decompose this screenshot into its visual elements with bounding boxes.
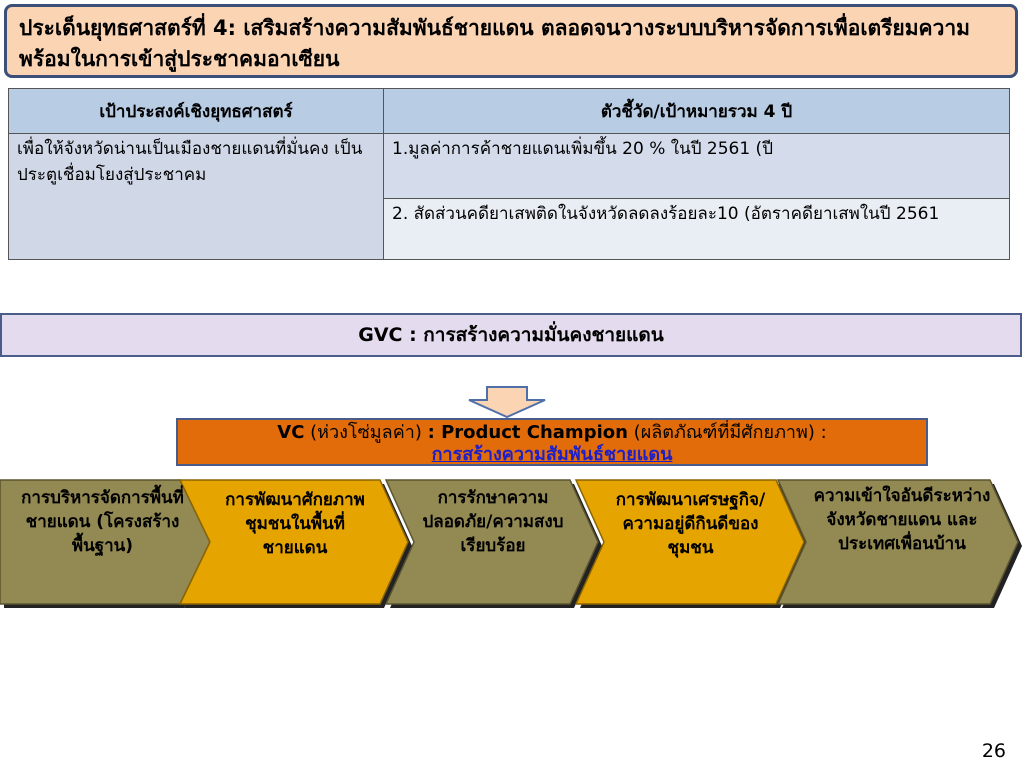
vc-mid-note: (ผลิตภัณฑ์ที่มีศักยภาพ) :: [633, 422, 827, 443]
table-row: เพื่อให้จังหวัดน่านเป็นเมืองชายแดนที่มั่…: [8, 133, 1010, 260]
table-header-row: เป้าประสงค์เชิงยุทธศาสตร์ ตัวชี้วัด/เป้า…: [8, 88, 1010, 134]
chevron-3-shape: [384, 479, 599, 605]
strategy-title: ประเด็นยุทธศาสตร์ที่ 4: เสริมสร้างความสั…: [4, 4, 1018, 78]
strategy-title-text: ประเด็นยุทธศาสตร์ที่ 4: เสริมสร้างความสั…: [19, 16, 971, 71]
vc-prefix-note: (ห่วงโซ่มูลค่า): [310, 422, 422, 443]
page-number: 26: [981, 740, 1006, 762]
chevron-5-label: ความเข้าใจอันดีระหว่างจังหวัดชายแดน และป…: [813, 486, 991, 554]
vc-mid: : Product Champion: [427, 422, 628, 443]
table-row: 2. สัดส่วนคดียาเสพติดในจังหวัดลดลงร้อยละ…: [9, 198, 1010, 260]
header-indicator: ตัวชี้วัด/เป้าหมายรวม 4 ปี: [383, 88, 1010, 134]
chevron-3-label: การรักษาความปลอดภัย/ความสงบเรียบร้อย: [422, 488, 564, 556]
chevron-2-label: การพัฒนาศักยภาพชุมชนในพื้นที่ชายแดน: [225, 490, 365, 558]
down-arrow-icon: [468, 386, 546, 418]
objective-indicator-table: เป้าประสงค์เชิงยุทธศาสตร์ ตัวชี้วัด/เป้า…: [8, 88, 1010, 260]
chevron-2-shape: [178, 479, 409, 605]
indicator-2-cell: 2. สัดส่วนคดียาเสพติดในจังหวัดลดลงร้อยละ…: [383, 198, 1010, 260]
vc-banner: VC (ห่วงโซ่มูลค่า) : Product Champion (ผ…: [176, 418, 928, 466]
chevron-4-label: การพัฒนาเศรษฐกิจ/ความอยู่ดีกินดีของชุมชน: [615, 490, 766, 558]
gvc-text: GVC : การสร้างความมั่นคงชายแดน: [358, 324, 664, 346]
vc-prefix: VC: [277, 422, 305, 443]
vc-subtitle: การสร้างความสัมพันธ์ชายแดน: [431, 444, 673, 465]
chevron-shapes: [0, 479, 1022, 608]
indicator-1-cell: 1.มูลค่าการค้าชายแดนเพิ่มขึ้น 20 % ในปี …: [383, 133, 1010, 199]
chevron-4-shape: [574, 479, 805, 605]
objective-cell: เพื่อให้จังหวัดน่านเป็นเมืองชายแดนที่มั่…: [8, 133, 384, 260]
chevron-1-label: การบริหารจัดการพื้นที่ชายแดน (โครงสร้างพ…: [21, 488, 184, 556]
chevron-5-shape: [776, 479, 1019, 605]
gvc-banner: GVC : การสร้างความมั่นคงชายแดน: [0, 313, 1022, 357]
value-chain-chevrons: การบริหารจัดการพื้นที่ชายแดน (โครงสร้างพ…: [0, 476, 1024, 616]
header-objective: เป้าประสงค์เชิงยุทธศาสตร์: [8, 88, 384, 134]
